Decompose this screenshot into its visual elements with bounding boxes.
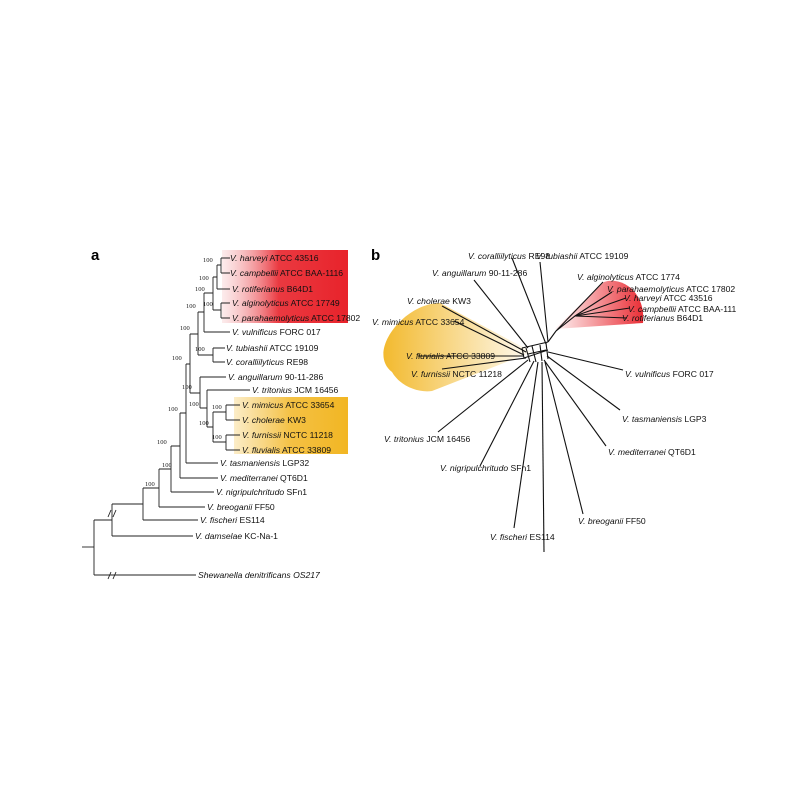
bootstrap-value: 100 (212, 404, 222, 411)
tip-label: V. tasmaniensis LGP3 (622, 414, 707, 424)
bootstrap-value: 100 (145, 481, 155, 488)
tip-label: V. parahaemolyticus ATCC 17802 (232, 313, 360, 323)
tip-label: V. campbellii ATCC BAA-111 (628, 304, 736, 314)
bootstrap-value: 100 (203, 257, 213, 264)
tip-label: V. nigripulchritudo SFn1 (440, 463, 531, 473)
bootstrap-value: 100 (162, 462, 172, 469)
tip-label: V. vulnificus FORC 017 (625, 369, 714, 379)
tip-label: V. furnissii NCTC 11218 (411, 369, 502, 379)
tip-label: V. damselae KC-Na-1 (195, 531, 278, 541)
bootstrap-value: 100 (189, 401, 199, 408)
panel-a: a 100 (82, 247, 360, 580)
bootstrap-value: 100 (157, 439, 167, 446)
harveyi-fan-highlight (555, 280, 644, 329)
tip-label: V. tritonius JCM 16456 (384, 434, 471, 444)
cholerae-clade-highlight (234, 397, 348, 454)
tip-label: V. breoganii FF50 (207, 502, 275, 512)
tip-label: V. tasmaniensis LGP32 (220, 458, 309, 468)
tip-label: V. parahaemolyticus ATCC 17802 (607, 284, 735, 294)
tip-label: Shewanella denitrificans OS217 (198, 570, 321, 580)
tip-label: V. fluvialis ATCC 33809 (406, 351, 495, 361)
panel-b-letter: b (371, 247, 380, 264)
network-tip-labels: V. coralliilyticus RE98 V. tubiashii ATC… (372, 251, 736, 542)
tip-label: V. rotiferianus B64D1 (232, 284, 313, 294)
tip-label: V. fischeri ES114 (490, 532, 555, 542)
bootstrap-value: 100 (199, 275, 209, 282)
panel-a-letter: a (91, 247, 100, 264)
tip-label: V. fluvialis ATCC 33809 (242, 445, 331, 455)
tip-label: V. mimicus ATCC 33654 (242, 400, 335, 410)
tip-label: V. mimicus ATCC 33654 (372, 317, 465, 327)
bootstrap-value: 100 (168, 406, 178, 413)
tip-label: V. anguillarum 90-11-286 (432, 268, 527, 278)
tip-label: V. campbellii ATCC BAA-1116 (230, 268, 343, 278)
tip-label: V. mediterranei QT6D1 (220, 473, 308, 483)
bootstrap-value: 100 (199, 420, 209, 427)
tip-label: V. vulnificus FORC 017 (232, 327, 321, 337)
tip-label: V. rotiferianus B64D1 (622, 313, 703, 323)
tree-a-tip-labels: V. harveyi ATCC 43516 V. campbellii ATCC… (195, 253, 360, 580)
tree-branches (82, 257, 250, 580)
tip-label: V. alginolyticus ATCC 17749 (232, 298, 340, 308)
tip-label: V. furnissii NCTC 11218 (242, 430, 333, 440)
network-edges (418, 257, 631, 553)
bootstrap-value: 100 (180, 325, 190, 332)
bootstrap-value: 100 (186, 303, 196, 310)
bootstrap-value: 100 (195, 286, 205, 293)
tip-label: V. coralliilyticus RE98 (468, 251, 550, 261)
bootstrap-values: 100 100 100 100 100 100 100 100 100 100 … (145, 257, 222, 488)
tip-label: V. harveyi ATCC 43516 (624, 293, 713, 303)
tip-label: V. tubiashii ATCC 19109 (536, 251, 629, 261)
bootstrap-value: 100 (203, 301, 213, 308)
tip-label: V. anguillarum 90-11-286 (228, 372, 323, 382)
tip-label: V. tritonius JCM 16456 (252, 385, 339, 395)
panel-b: b V. coralli (371, 247, 736, 553)
bootstrap-value: 100 (182, 384, 192, 391)
tip-label: V. fischeri ES114 (200, 515, 265, 525)
bootstrap-value: 100 (172, 355, 182, 362)
bootstrap-value: 100 (212, 434, 222, 441)
bootstrap-value: 100 (195, 346, 205, 353)
tip-label: V. cholerae KW3 (407, 296, 471, 306)
tip-label: V. coralliilyticus RE98 (226, 357, 308, 367)
cholerae-fan-highlight (383, 303, 532, 392)
tip-label: V. harveyi ATCC 43516 (230, 253, 319, 263)
tip-label: V. nigripulchritudo SFn1 (216, 487, 307, 497)
tip-label: V. breoganii FF50 (578, 516, 646, 526)
tip-label: V. mediterranei QT6D1 (608, 447, 696, 457)
tip-label: V. tubiashii ATCC 19109 (226, 343, 319, 353)
harveyi-clade-highlight (222, 250, 348, 323)
tip-label: V. cholerae KW3 (242, 415, 306, 425)
tip-label: V. alginolyticus ATCC 1774 (577, 272, 680, 282)
